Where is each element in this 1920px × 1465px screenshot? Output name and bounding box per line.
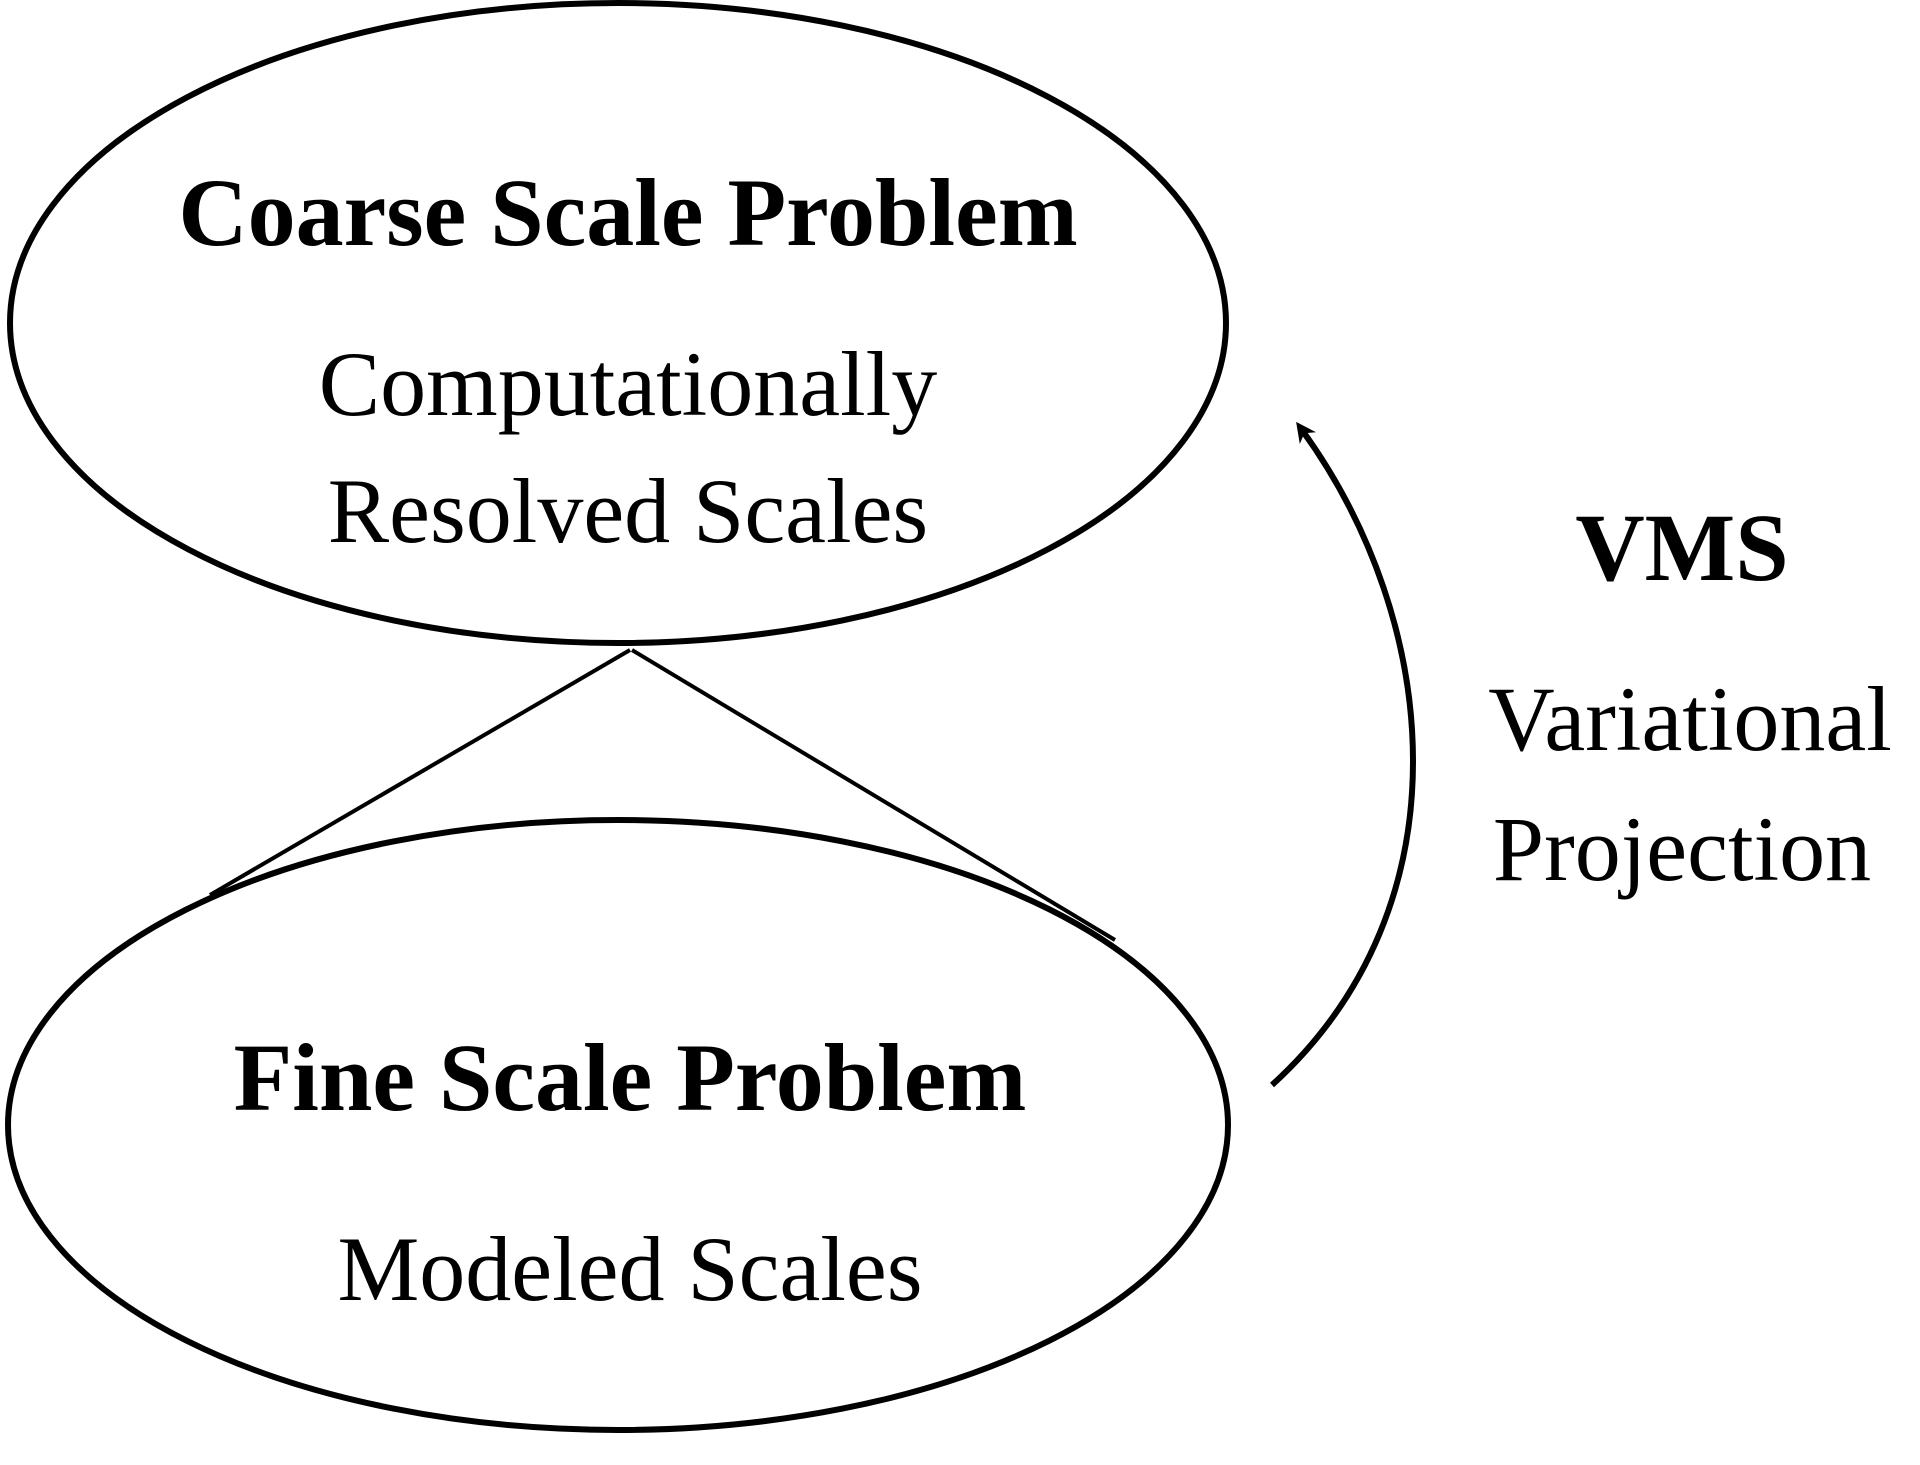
vms-line-1: Variational <box>1488 668 1892 770</box>
vms-line-2: Projection <box>1493 798 1871 900</box>
coarse-scale-title: Coarse Scale Problem <box>178 159 1077 266</box>
coarse-scale-ellipse <box>7 0 1229 646</box>
fine-scale-line-1: Modeled Scales <box>337 1218 922 1320</box>
vms-title: VMS <box>1575 494 1788 601</box>
fine-scale-ellipse <box>5 817 1231 1433</box>
vms-projection-arrow <box>1269 421 1416 1088</box>
coarse-scale-line-2: Resolved Scales <box>328 460 928 562</box>
fine-scale-title: Fine Scale Problem <box>234 1024 1027 1131</box>
zoom-line-right <box>630 648 1117 942</box>
coarse-scale-line-1: Computationally <box>319 333 937 435</box>
zoom-line-left <box>208 648 632 897</box>
